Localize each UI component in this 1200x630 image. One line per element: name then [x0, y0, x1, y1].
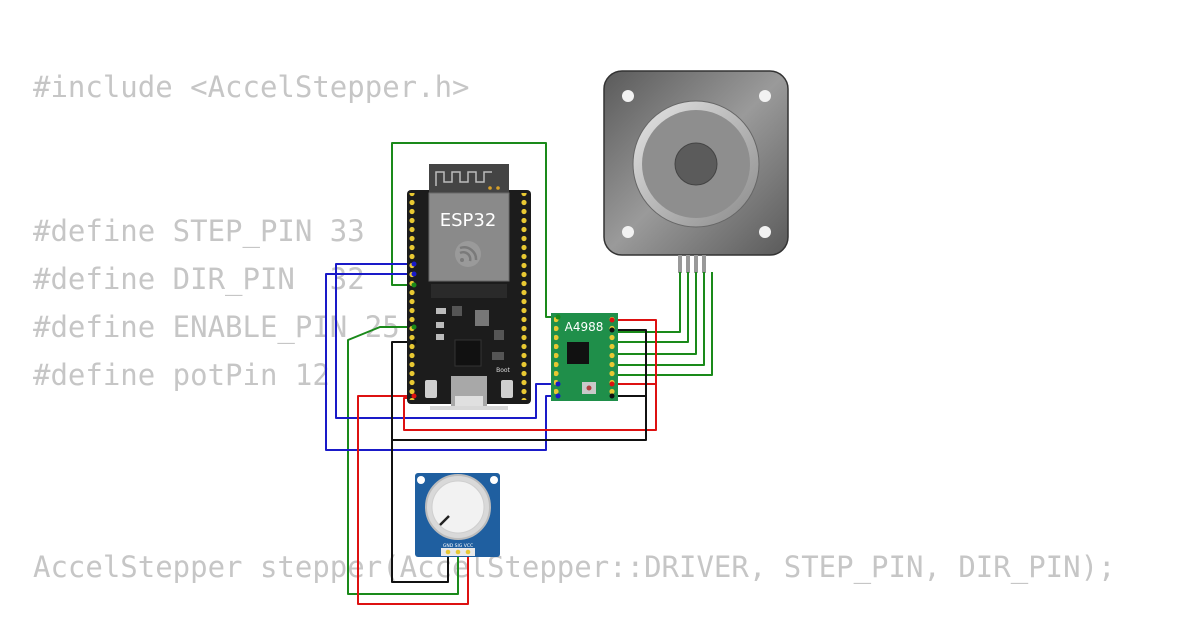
wire-motor-3 [618, 272, 697, 355]
a4988-label: A4988 [565, 320, 604, 334]
esp32-label: ESP32 [440, 210, 497, 231]
pot-knob-indicator [439, 515, 450, 526]
wire-step [391, 142, 558, 318]
wire-driver-vmot [612, 319, 657, 385]
wire-motor-2 [618, 272, 689, 343]
code-define-enable-line: #define ENABLE_PIN 25 [33, 310, 400, 344]
wire-motor-5 [618, 272, 713, 376]
wire-endpoints [411, 261, 615, 399]
espressif-logo-icon [455, 241, 481, 267]
code-include-line: #include <AccelStepper.h> [33, 70, 470, 104]
wire-motor-4 [618, 272, 705, 366]
code-stepper-clip: AccelStepper stepper(AccelStepper::DRIVE… [0, 540, 1168, 600]
pot-pin-labels: GND SIG VCC [443, 543, 473, 549]
wire-dir-2 [325, 273, 558, 451]
boot-label: Boot [496, 367, 510, 374]
wire-enable [347, 326, 459, 595]
wire-vcc-pot [357, 395, 469, 605]
potentiometer[interactable]: GND SIG VCC [415, 473, 500, 557]
code-stepper-line: AccelStepper stepper(AccelStepper::DRIVE… [33, 550, 1116, 584]
wire-gnd-pot [391, 341, 449, 583]
wire-gnd-driver [392, 396, 647, 441]
wires [325, 142, 713, 605]
stepper-motor[interactable] [603, 70, 789, 273]
a4988-driver[interactable]: A4988 [551, 313, 618, 401]
wire-dir [335, 263, 558, 419]
wire-driver-gnd [612, 329, 647, 397]
code-define-step-line: #define STEP_PIN 33 [33, 214, 365, 248]
code-define-pot-line: #define potPin 12 [33, 358, 330, 392]
wire-motor-1 [618, 272, 681, 333]
esp32-board[interactable]: ESP32 Boot [407, 164, 531, 410]
